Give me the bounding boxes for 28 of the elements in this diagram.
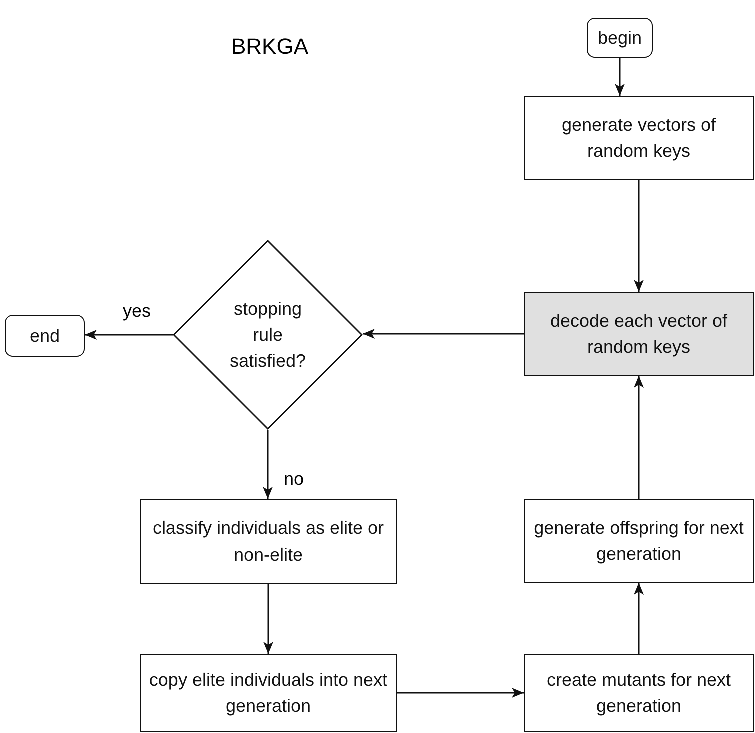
process-box: [140, 499, 397, 584]
process-box: [524, 499, 754, 583]
arrow: [615, 58, 625, 96]
arrow: [634, 376, 644, 499]
node-text: end: [30, 324, 60, 348]
process-box: [140, 654, 397, 732]
arrow: [634, 180, 644, 292]
terminal-box: [5, 315, 85, 357]
node-text: generate offspring for next generation: [533, 516, 745, 566]
node-text: decode each vector of random keys: [549, 310, 729, 359]
arrow: [397, 688, 524, 698]
process-box: [524, 654, 754, 732]
process-box: [524, 292, 754, 376]
arrow: [85, 330, 173, 340]
node-text: generate vectors of random keys: [560, 114, 718, 163]
diagram-title: BRKGA: [230, 34, 310, 60]
node-text: begin: [598, 26, 642, 50]
arrow: [363, 329, 524, 339]
arrow: [634, 583, 644, 654]
terminal-box: [587, 18, 653, 58]
node-text: stopping rule satisfied?: [228, 298, 308, 374]
node-text: copy elite individuals into next generation: [148, 668, 389, 718]
node-text: classify individuals as elite or non-elite: [152, 517, 386, 566]
process-box: [524, 96, 754, 180]
node-text: create mutants for next generation: [546, 668, 732, 718]
arrow: [263, 430, 273, 499]
decision-diamond: [173, 240, 363, 430]
arrow: [264, 584, 274, 654]
